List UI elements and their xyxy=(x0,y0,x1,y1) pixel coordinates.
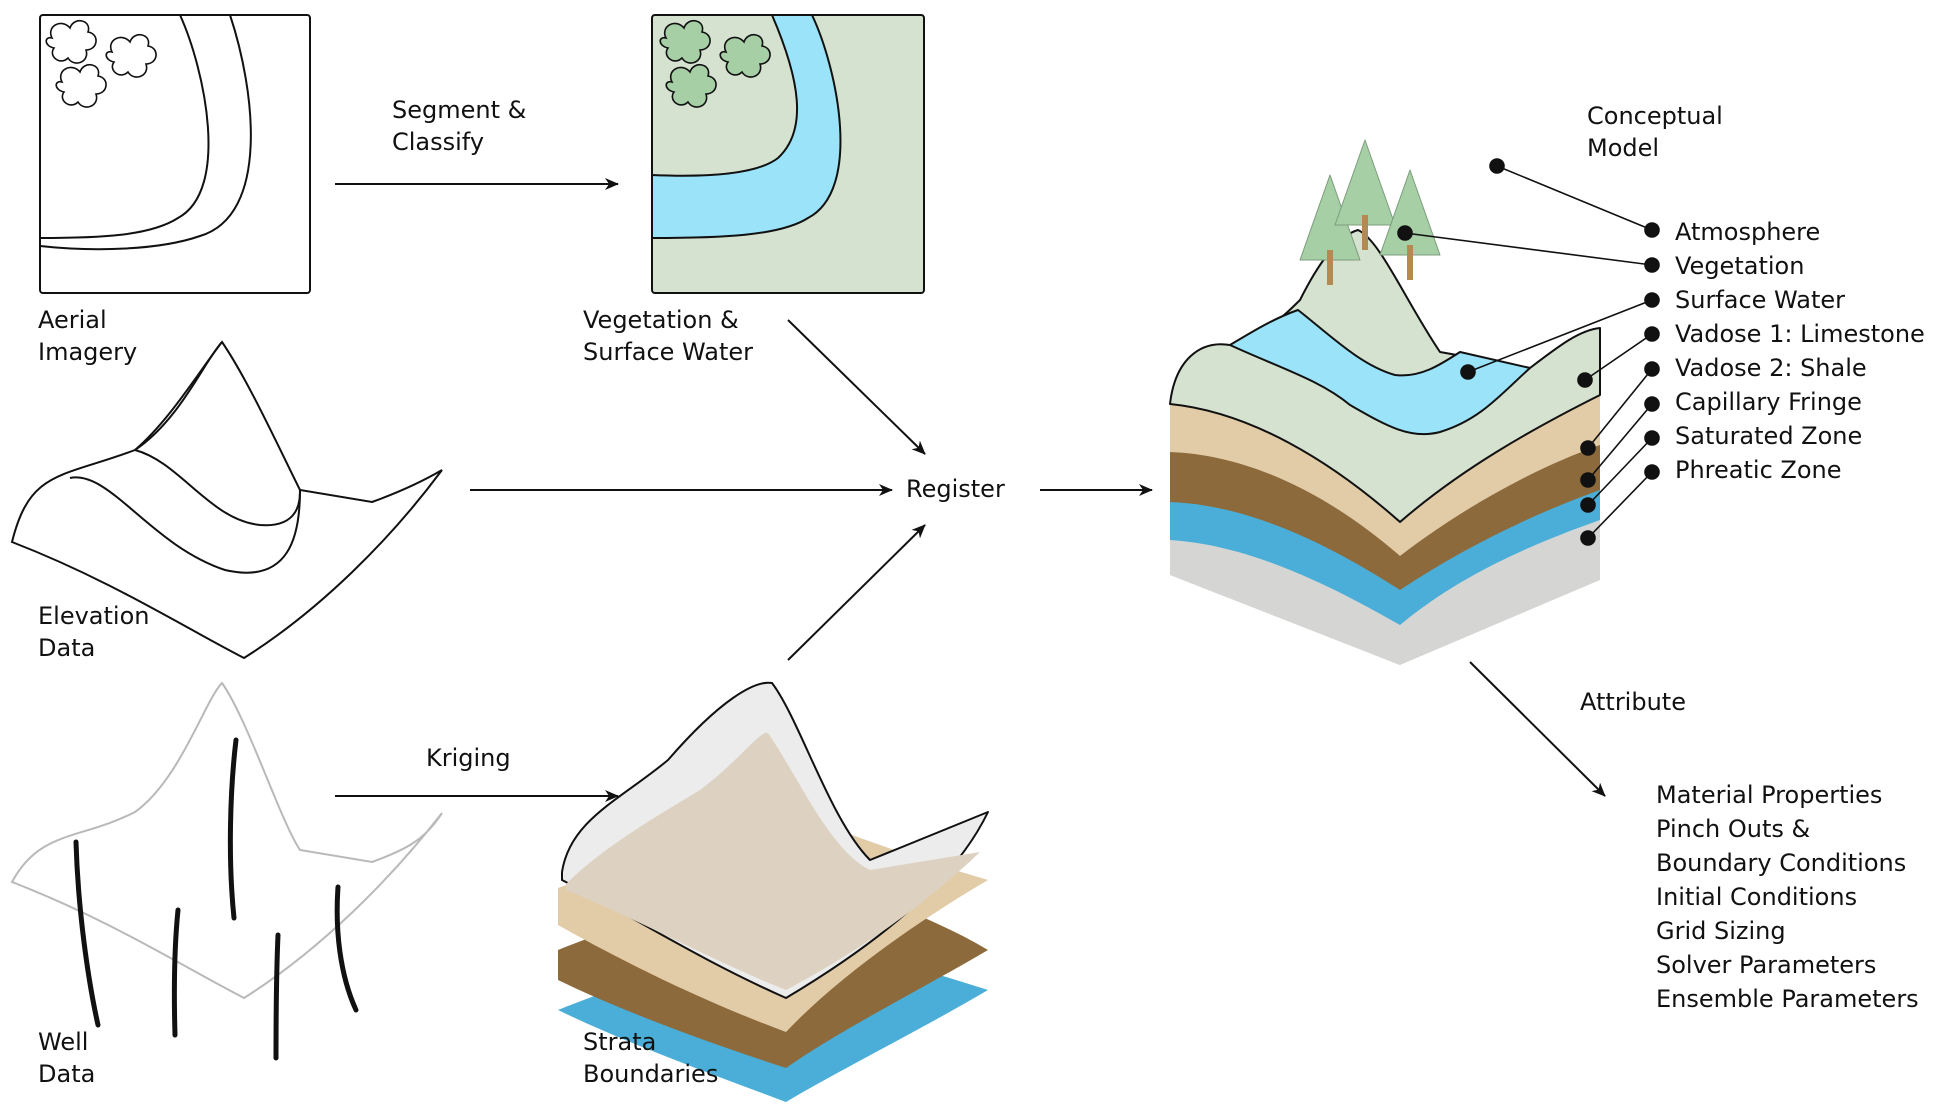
layer-label-atmosphere: Atmosphere xyxy=(1675,218,1821,246)
model-saturated-layer xyxy=(1170,488,1600,625)
conceptual-model-label-line2: Model xyxy=(1587,134,1660,162)
elevation-data-label-line1: Elevation xyxy=(38,602,150,630)
conceptual-model-block xyxy=(1169,139,1601,665)
attribute-item: Material Properties xyxy=(1656,781,1883,809)
well-data-sketch xyxy=(10,681,443,1061)
elevation-surface xyxy=(10,340,443,660)
segmented-tree-cluster xyxy=(659,20,771,108)
arrow-attribute xyxy=(1469,661,1606,797)
conceptual-model-label-line1: Conceptual xyxy=(1587,102,1723,130)
strata-boundaries-label-line2: Boundaries xyxy=(583,1060,719,1088)
vegetation-water-label-line1: Vegetation & xyxy=(583,306,739,334)
segment-classify-label: Segment & Classify xyxy=(392,94,526,158)
layer-label-vegetation: Vegetation xyxy=(1675,252,1805,280)
flow-arrows xyxy=(335,178,1606,802)
attribute-item: Pinch Outs & xyxy=(1656,815,1811,843)
segmented-map-panel xyxy=(651,14,925,294)
strata-boundaries xyxy=(558,681,989,1102)
attribute-item: Ensemble Parameters xyxy=(1656,985,1919,1013)
attribute-label: Attribute xyxy=(1580,688,1686,716)
aerial-imagery-label-line1: Aerial xyxy=(38,306,107,334)
strata-mid-surface xyxy=(566,732,980,990)
register-label: Register xyxy=(906,475,1005,503)
model-surface-water xyxy=(1229,309,1531,436)
attribute-item: Grid Sizing xyxy=(1656,917,1786,945)
aerial-imagery-panel xyxy=(39,14,311,294)
strata-boundaries-label: Strata Boundaries xyxy=(583,1026,718,1090)
strata-boundaries-label-line1: Strata xyxy=(583,1028,657,1056)
segment-classify-label-line2: Classify xyxy=(392,128,485,156)
vegetation-water-label: Vegetation & Surface Water xyxy=(583,304,753,368)
model-shale-layer xyxy=(1170,440,1600,590)
aerial-imagery-label-line2: Imagery xyxy=(38,338,138,366)
layer-label-capillary-fringe: Capillary Fringe xyxy=(1675,388,1862,416)
elevation-data-label-line2: Data xyxy=(38,634,96,662)
attribute-item: Solver Parameters xyxy=(1656,951,1877,979)
conceptual-model-label: Conceptual Model xyxy=(1587,100,1723,164)
aerial-tree-cluster xyxy=(45,20,157,108)
elevation-data-label: Elevation Data xyxy=(38,600,149,664)
segment-classify-label-line1: Segment & xyxy=(392,96,527,124)
well-data-label: Well Data xyxy=(38,1026,95,1090)
layer-label-phreatic-zone: Phreatic Zone xyxy=(1675,456,1842,484)
aerial-imagery-label: Aerial Imagery xyxy=(38,304,137,368)
attribute-item: Boundary Conditions xyxy=(1656,849,1907,877)
well-data-label-line2: Data xyxy=(38,1060,96,1088)
layer-label-vadose-limestone: Vadose 1: Limestone xyxy=(1675,320,1925,348)
arrow-strata-register xyxy=(787,524,926,661)
layer-label-surface-water: Surface Water xyxy=(1675,286,1846,314)
layer-label-saturated-zone: Saturated Zone xyxy=(1675,422,1863,450)
layer-label-vadose-shale: Vadose 2: Shale xyxy=(1675,354,1867,382)
well-data-label-line1: Well xyxy=(38,1028,89,1056)
segmented-river xyxy=(651,14,842,240)
model-trees xyxy=(1299,139,1441,285)
arrow-vegwater-register xyxy=(787,319,926,455)
model-leader-lines xyxy=(1397,158,1660,546)
vegetation-water-label-line2: Surface Water xyxy=(583,338,754,366)
aerial-river-outer-bank xyxy=(39,14,210,239)
kriging-label: Kriging xyxy=(426,744,511,772)
attribute-item: Initial Conditions xyxy=(1656,883,1858,911)
